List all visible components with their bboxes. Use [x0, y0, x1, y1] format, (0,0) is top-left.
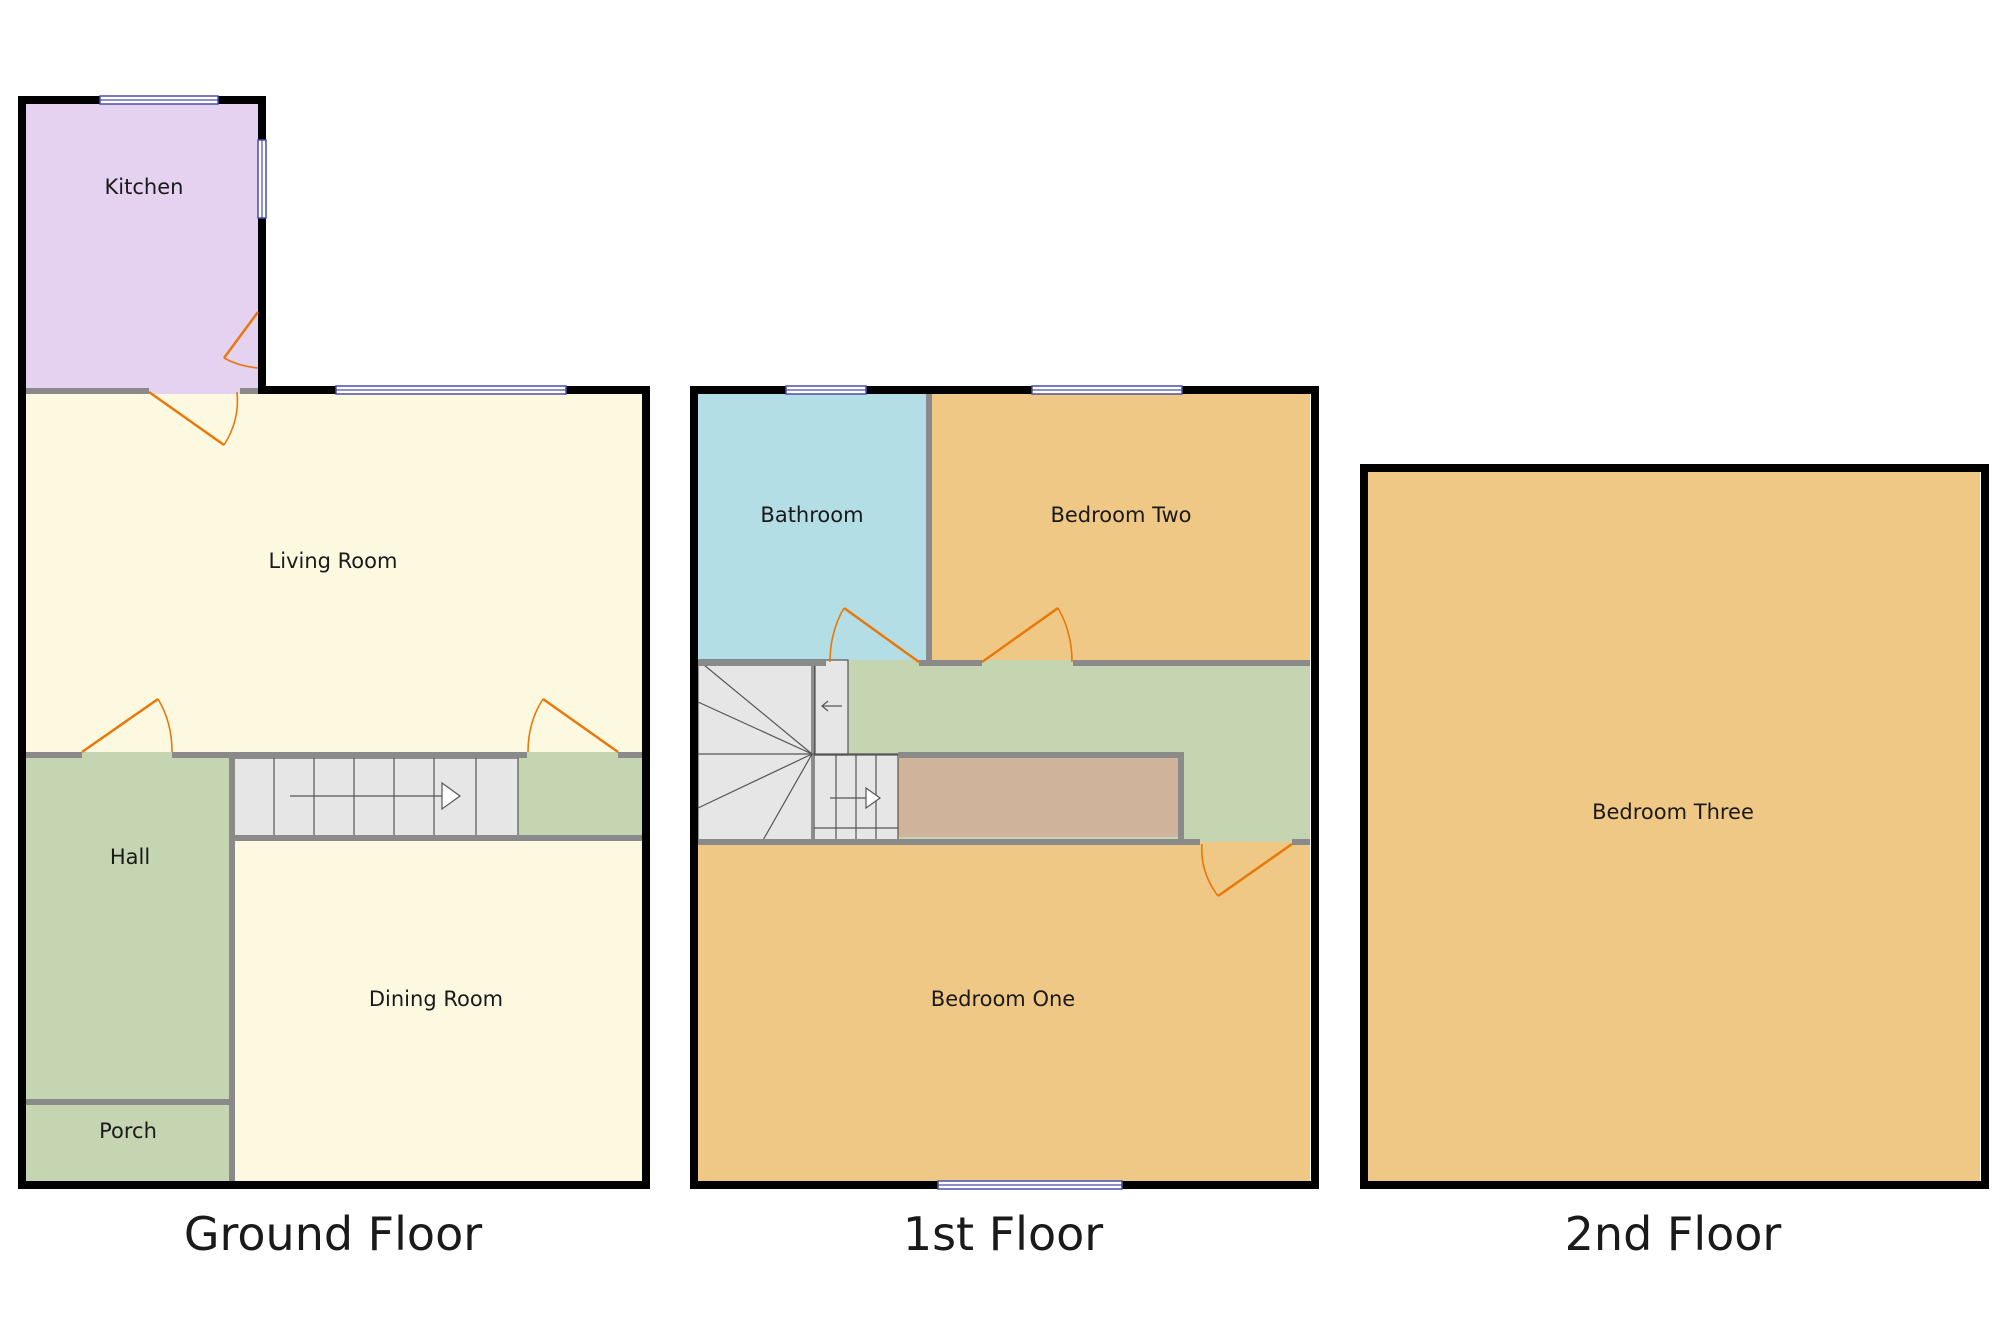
- second-floor-plan: Bedroom Three 2nd Floor: [1360, 464, 1989, 1261]
- upper-stair-arrowhead-icon: [865, 786, 882, 810]
- ground-floor-staircase: [231, 757, 519, 839]
- living-room-window: [335, 385, 567, 395]
- stair-arrowhead-icon: [441, 781, 462, 811]
- kitchen-floor: [26, 104, 259, 394]
- ground-floor-doors: [81, 311, 619, 754]
- first-floor-inner-walls: [696, 394, 1310, 845]
- first-floor-title: 1st Floor: [903, 1207, 1103, 1261]
- second-floor-outer-wall: [1360, 464, 1989, 1189]
- ground-floor-plan: Kitchen Living Room Hall Dining Room Por…: [18, 95, 650, 1261]
- bedroom-three-floor: [1366, 471, 1980, 1181]
- porch-floor: [26, 1102, 232, 1181]
- kitchen-external-door: [222, 311, 260, 369]
- bedroom-one-label: Bedroom One: [931, 987, 1075, 1011]
- lower-stair-arrowhead-icon: [821, 700, 829, 712]
- first-floor-plan: Bathroom Bedroom Two Bedroom One 1st Flo…: [690, 385, 1319, 1261]
- hall-label: Hall: [110, 845, 150, 869]
- bedroom-one-door: [1201, 842, 1293, 898]
- living-room-label: Living Room: [269, 549, 398, 573]
- kitchen-side-window: [257, 139, 267, 219]
- porch-label: Porch: [99, 1119, 157, 1143]
- dining-room-label: Dining Room: [369, 987, 503, 1011]
- bedroom-three-label: Bedroom Three: [1592, 800, 1754, 824]
- bedroom-one-window: [937, 1180, 1123, 1190]
- hall-landing-floor: [518, 752, 643, 838]
- dining-room-floor: [232, 838, 643, 1181]
- first-floor-staircase: [697, 659, 899, 843]
- landing-living-door: [527, 697, 619, 754]
- living-room-floor: [26, 394, 643, 752]
- bedroom-two-label: Bedroom Two: [1050, 503, 1191, 527]
- bedroom-two-floor: [932, 394, 1310, 660]
- cupboard-floor: [898, 755, 1178, 837]
- bedroom-two-window: [1031, 385, 1183, 395]
- first-floor-windows: [785, 385, 1183, 1190]
- kitchen-top-window: [99, 95, 219, 105]
- bathroom-label: Bathroom: [760, 503, 863, 527]
- kitchen-living-door: [148, 390, 239, 447]
- bathroom-door: [829, 606, 920, 664]
- ground-floor-inner-walls: [26, 388, 643, 1181]
- first-floor-doors: [829, 606, 1293, 898]
- second-floor-title: 2nd Floor: [1565, 1207, 1782, 1261]
- bathroom-floor: [696, 394, 929, 660]
- hall-living-door: [81, 697, 173, 754]
- ground-floor-windows: [99, 95, 567, 395]
- bathroom-window: [785, 385, 867, 395]
- ground-floor-outer-wall: [18, 96, 650, 1189]
- kitchen-label: Kitchen: [105, 175, 184, 199]
- ground-floor-title: Ground Floor: [184, 1207, 482, 1261]
- hall-floor: [26, 752, 232, 1102]
- bedroom-one-floor: [696, 842, 1310, 1181]
- bedroom-two-door: [981, 606, 1073, 664]
